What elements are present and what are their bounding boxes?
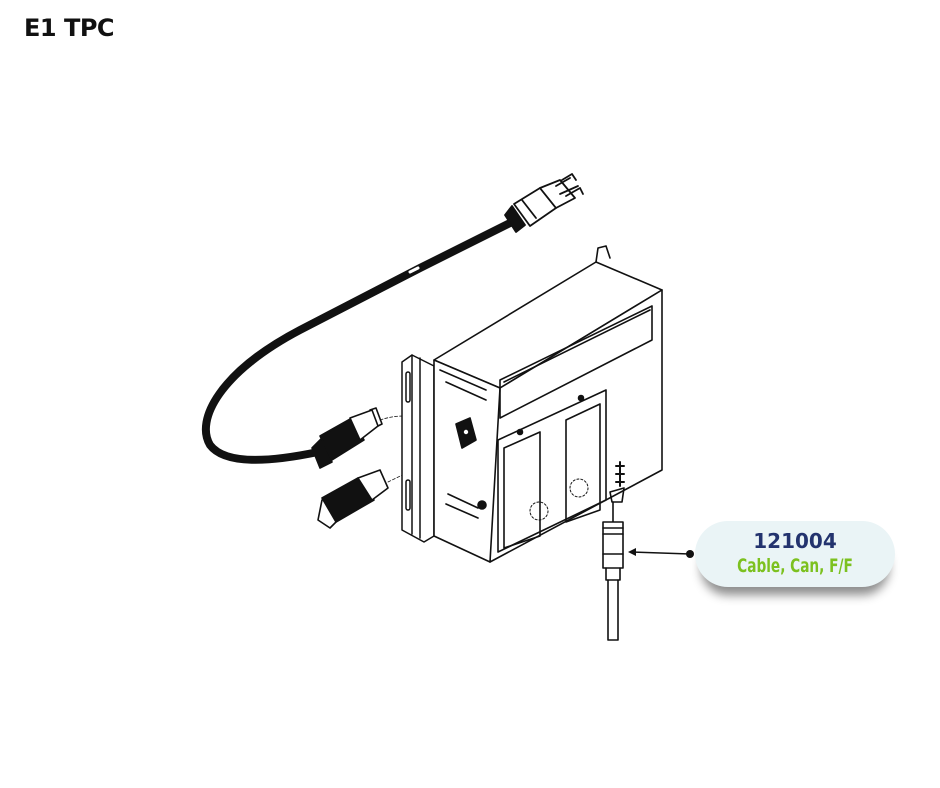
iec-connector xyxy=(311,407,383,469)
part-number: 121004 xyxy=(753,529,837,553)
wall-plug xyxy=(504,173,584,233)
callout-leader-arrow xyxy=(628,548,694,558)
mounting-bracket xyxy=(401,354,435,543)
can-cable-connector xyxy=(602,501,624,641)
power-cord xyxy=(202,218,516,464)
secondary-connector xyxy=(317,469,389,529)
tpc-enclosure xyxy=(433,245,663,563)
part-callout-121004[interactable]: 121004 Cable, Can, F/F xyxy=(695,521,895,587)
page-title: E1 TPC xyxy=(24,14,115,42)
part-description: Cable, Can, F/F xyxy=(737,555,853,577)
